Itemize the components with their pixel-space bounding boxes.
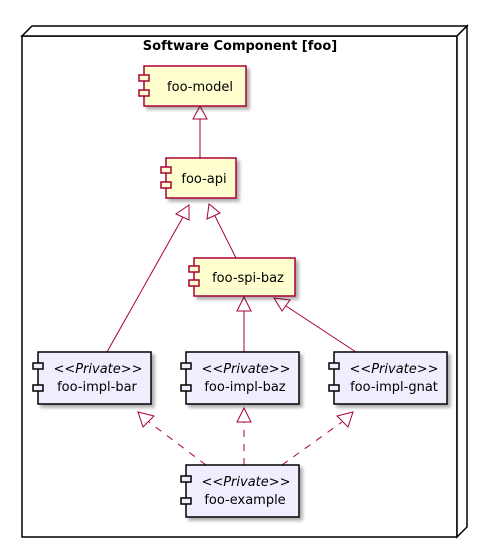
- component-label: foo-impl-baz: [204, 380, 285, 395]
- component-label: foo-impl-gnat: [350, 380, 438, 395]
- component-foo-impl-bar[interactable]: <<Private>> foo-impl-bar: [32, 351, 152, 405]
- arrowhead-foo-api-from-impl-bar-icon: [174, 204, 190, 221]
- arrowhead-foo-spi-baz-from-impl-baz-icon: [236, 295, 252, 312]
- component-stereotype: <<Private>>: [201, 475, 290, 490]
- component-tab-icon: [180, 475, 192, 483]
- edge-foo-example-to-foo-impl-gnat: [281, 421, 343, 466]
- arrowhead-foo-impl-gnat-icon: [336, 411, 354, 428]
- component-tab-icon: [32, 362, 44, 370]
- edge-foo-spi-baz-to-foo-api: [214, 215, 237, 259]
- arrowheads: [137, 104, 354, 428]
- node-side-face: [456, 24, 468, 539]
- arrowhead-foo-spi-baz-from-impl-gnat-icon: [273, 297, 291, 312]
- component-label: foo-spi-baz: [212, 271, 284, 286]
- node-top-face: [20, 25, 469, 37]
- node-title: Software Component [foo]: [143, 39, 337, 54]
- component-label: foo-model: [167, 80, 233, 95]
- component-stereotype: <<Private>>: [53, 362, 142, 377]
- component-tab-icon: [138, 89, 150, 97]
- component-label: foo-example: [204, 493, 285, 508]
- component-foo-impl-baz[interactable]: <<Private>> foo-impl-baz: [180, 351, 300, 405]
- component-foo-spi-baz[interactable]: foo-spi-baz: [188, 257, 296, 297]
- component-tab-icon: [160, 166, 172, 174]
- component-foo-api[interactable]: foo-api: [160, 157, 237, 199]
- edges: [106, 119, 357, 466]
- component-tab-icon: [138, 74, 150, 82]
- edge-foo-example-to-foo-impl-bar: [148, 421, 207, 466]
- arrowhead-foo-api-from-spi-icon: [206, 203, 221, 220]
- component-label: foo-impl-bar: [57, 380, 137, 395]
- component-foo-example[interactable]: <<Private>> foo-example: [180, 464, 300, 518]
- arrowhead-foo-impl-bar-icon: [137, 411, 155, 428]
- component-tab-icon: [180, 384, 192, 392]
- component-stereotype: <<Private>>: [201, 362, 290, 377]
- arrowhead-foo-model-icon: [192, 104, 208, 120]
- component-label: foo-api: [181, 172, 226, 187]
- component-tab-icon: [180, 362, 192, 370]
- component-tab-icon: [328, 384, 340, 392]
- component-tab-icon: [328, 362, 340, 370]
- arrowhead-foo-impl-baz-icon: [236, 406, 252, 423]
- component-tab-icon: [188, 265, 200, 273]
- edge-foo-impl-gnat-to-foo-spi-baz: [285, 305, 357, 353]
- component-tab-icon: [32, 384, 44, 392]
- component-tab-icon: [160, 181, 172, 189]
- edge-foo-impl-bar-to-foo-api: [106, 216, 184, 353]
- component-stereotype: <<Private>>: [349, 362, 438, 377]
- component-tab-icon: [180, 497, 192, 505]
- component-tab-icon: [188, 279, 200, 287]
- component-foo-model[interactable]: foo-model: [138, 65, 247, 107]
- component-foo-impl-gnat[interactable]: <<Private>> foo-impl-gnat: [328, 351, 448, 405]
